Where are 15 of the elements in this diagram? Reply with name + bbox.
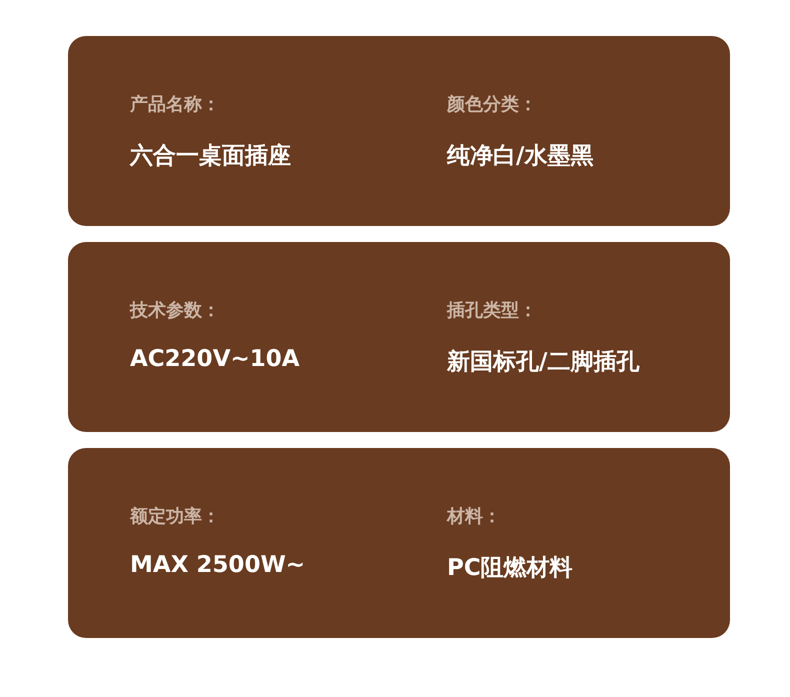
spec-value: PC阻燃材料: [447, 554, 573, 583]
spec-value: AC220V~10A: [130, 346, 300, 372]
spec-value: MAX 2500W~: [130, 552, 306, 578]
spec-label: 额定功率：: [130, 505, 220, 528]
spec-value: 纯净白/水墨黑: [447, 142, 594, 171]
spec-card: [68, 242, 730, 432]
spec-card: [68, 448, 730, 638]
spec-label: 材料：: [447, 505, 501, 528]
spec-label: 产品名称：: [130, 93, 220, 116]
spec-label: 插孔类型：: [447, 299, 537, 322]
spec-value: 新国标孔/二脚插孔: [447, 348, 640, 377]
spec-value: 六合一桌面插座: [130, 142, 291, 171]
spec-card: [68, 36, 730, 226]
spec-label: 颜色分类：: [447, 93, 537, 116]
spec-label: 技术参数：: [130, 299, 220, 322]
